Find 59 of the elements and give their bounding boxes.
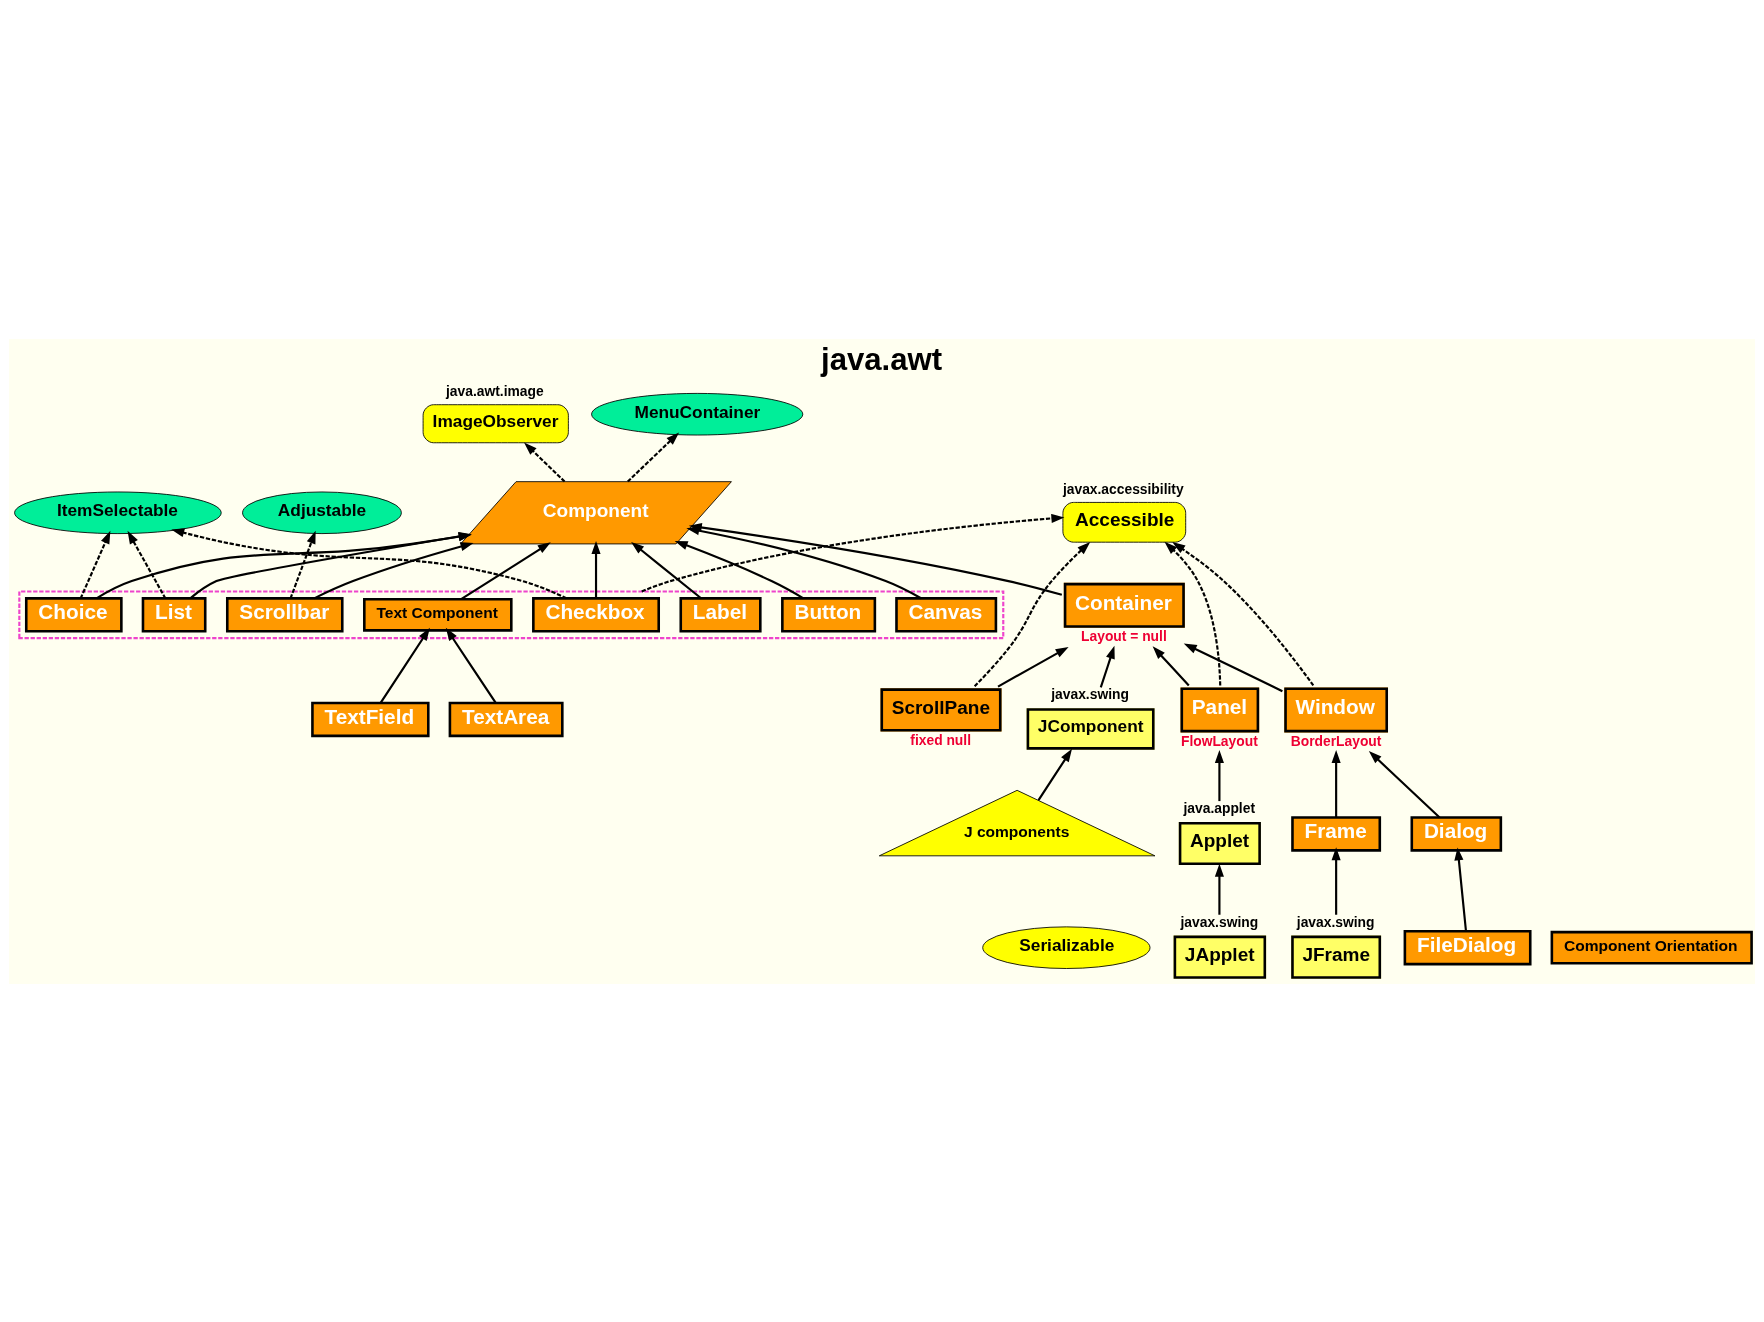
arrow [1172,541,1315,686]
arrow [641,513,1065,592]
arrow [1454,846,1468,931]
arrow [460,541,551,600]
node-label: FlowLayout [1180,732,1258,749]
node-label: java.awt.image [446,382,544,399]
arrow [379,627,430,704]
arrow [1183,643,1283,692]
node-label: javax.accessibility [1062,480,1184,497]
node-box: FileDialog [1403,929,1532,965]
arrow [171,527,567,599]
node-label: BorderLayout [1290,732,1382,749]
node-label: Layout = null [1081,627,1167,644]
arrow [591,540,601,598]
node-label: javax.swing [1180,913,1259,930]
arrow [973,541,1091,687]
arrow [1214,863,1224,915]
node-ellipse: Adjustable [242,491,402,534]
arrow [1164,541,1222,686]
arrow [524,441,566,482]
node-ellipse: Serializable [982,925,1151,969]
arrow [1368,750,1441,818]
diagram-title: java.awt [821,341,943,377]
node-box: TextField [311,701,430,737]
node-box: Checkbox [532,596,660,633]
node-box: TextArea [448,701,564,737]
arrow [127,530,167,599]
arrow [1331,749,1341,817]
node-label: fixed null [910,731,972,748]
node-label: javax.swing [1051,685,1129,702]
arrow [997,646,1069,687]
arrow [289,530,316,599]
node-box: Button [781,596,877,633]
node-box: Dialog [1410,815,1503,852]
node-box: Canvas [895,596,998,633]
arrow [313,541,474,599]
node-label: java.applet [1183,799,1256,816]
node-box: Label [679,596,762,633]
node-label: javax.swing [1296,913,1375,930]
arrow [95,531,472,599]
node-box: Frame [1291,815,1382,852]
node-box: Choice [24,596,123,633]
node-box: List [141,596,207,633]
arrow [674,540,805,599]
arrow [1099,645,1115,688]
node-ellipse: ItemSelectable [14,491,222,534]
node-ellipse: MenuContainer [591,392,804,435]
arrow [627,431,680,482]
node-box: Text Component [363,597,513,632]
node-box: Scrollbar [225,596,344,633]
arrow [1331,846,1341,915]
arrow [445,627,497,704]
arrow [1214,749,1224,801]
arrow [1152,645,1190,686]
arrow [631,541,702,599]
arrow [79,530,111,599]
arrow [1037,748,1073,801]
arrow [189,531,472,599]
node-box: Component Orientation [1550,930,1753,965]
